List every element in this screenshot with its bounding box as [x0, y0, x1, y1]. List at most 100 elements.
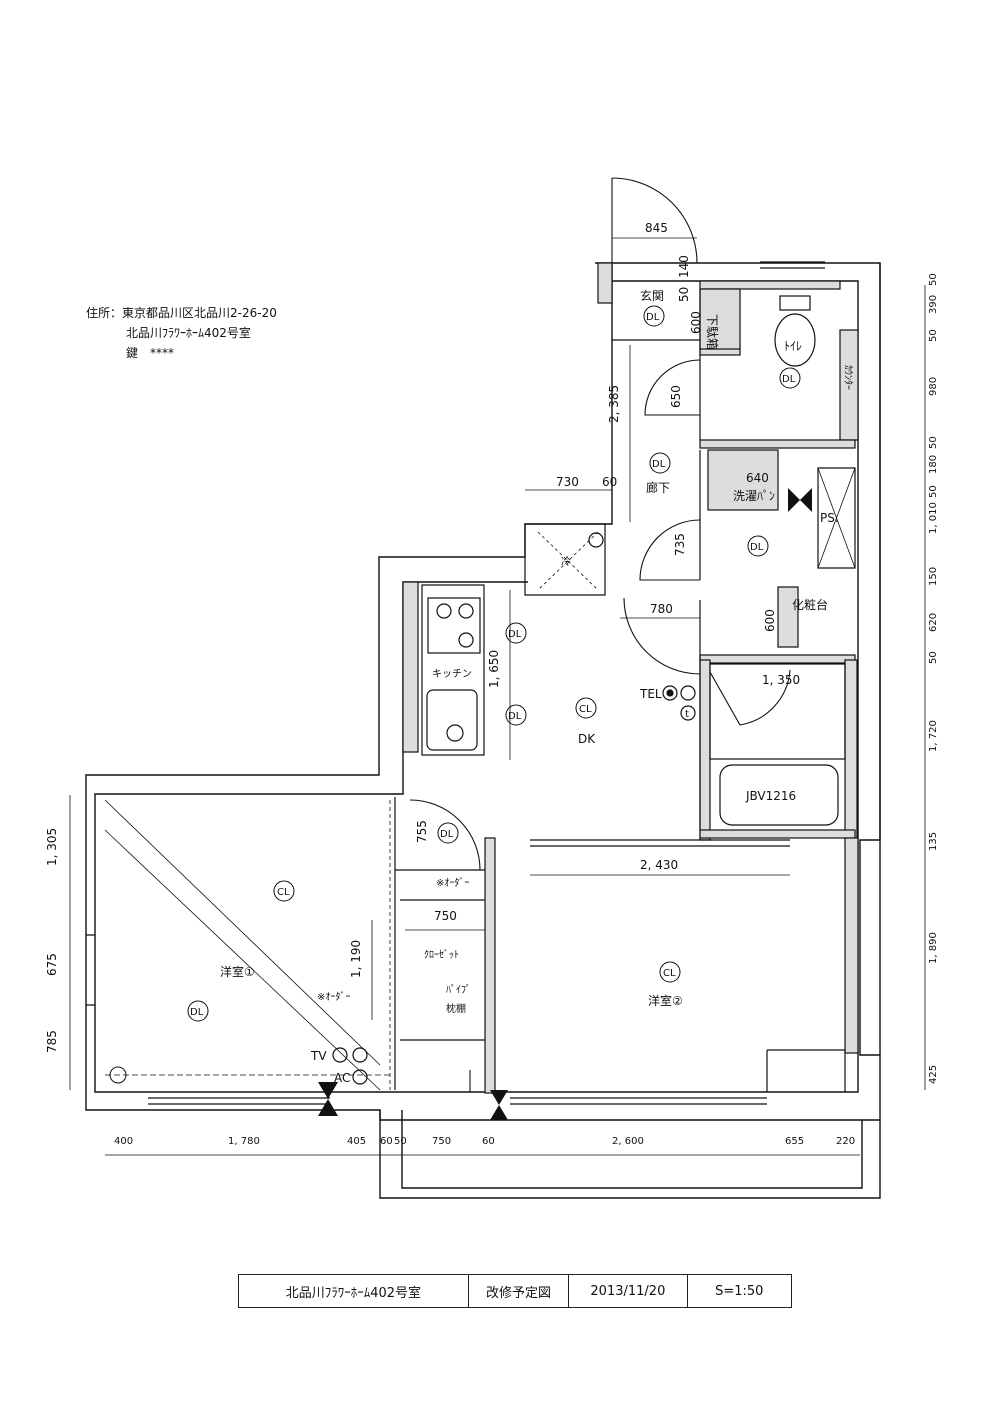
dim-right: 50	[928, 485, 939, 498]
dim-kitchen-1650: 1, 650	[487, 650, 501, 688]
kitchen-counter	[421, 584, 485, 756]
bathtub	[709, 663, 846, 826]
dim-hall-length: 2, 385	[607, 385, 621, 423]
dim-shoe-depth: 600	[689, 311, 703, 334]
dim-bottom: 1, 780	[228, 1136, 260, 1147]
dim-right: 1, 720	[928, 720, 939, 752]
dim-right: 1, 890	[928, 932, 939, 964]
dim-left-1305: 1, 305	[45, 828, 59, 866]
dim-right: 135	[928, 832, 939, 851]
dim-bottom: 60	[482, 1136, 495, 1147]
dim-bottom: 220	[836, 1136, 855, 1147]
counter-label: ｶｳﾝﾀｰ	[842, 365, 854, 390]
symbol-texts: DL DL DL DL DL DL CL DL CL DL CL t	[190, 312, 796, 1018]
dl-symbol: DL	[508, 629, 522, 640]
dl-symbol: DL	[652, 459, 666, 470]
western-room1-label: 洋室①	[220, 964, 255, 979]
dl-symbol: DL	[440, 829, 454, 840]
dim-left-785: 785	[45, 1030, 59, 1053]
partitions	[86, 261, 856, 1105]
dim-entry-d1: 50	[677, 287, 691, 302]
dim-bottom: 750	[432, 1136, 451, 1147]
dk-label: DK	[578, 732, 596, 746]
symbol-circles	[109, 305, 801, 1084]
dim-right: 620	[928, 613, 939, 632]
valve-icon	[318, 488, 812, 1120]
closet-label: ｸﾛｰｾﾞｯﾄ	[424, 949, 459, 961]
dl-symbol: DL	[646, 312, 660, 323]
building-name: 北品川ﾌﾗﾜｰﾎｰﾑ402号室	[126, 326, 251, 340]
ps-label: PS.	[820, 511, 839, 525]
washer-pan-label: 洗濯ﾊﾟﾝ	[733, 489, 775, 503]
dim-bottom: 655	[785, 1136, 804, 1147]
t-symbol: t	[685, 709, 689, 720]
bottom-dimensions: 400 1, 780 405 60 50 750 60 2, 600 655 2…	[114, 1136, 855, 1147]
dim-bath-1350: 1, 350	[762, 673, 800, 687]
dim-right: 1, 010	[928, 502, 939, 534]
dim-door-650: 650	[669, 385, 683, 408]
dim-top-730: 730	[556, 475, 579, 489]
dim-washer-640: 640	[746, 471, 769, 485]
dimension-texts: 845 50 140 600 2, 385 650 730 60 640 735…	[45, 221, 800, 1053]
entrance-label: 玄関	[640, 288, 664, 303]
key-info: 鍵 ****	[126, 346, 175, 360]
dim-room2-2430: 2, 430	[640, 858, 678, 872]
toilet-label: ﾄｲﾚ	[784, 339, 802, 353]
shoe-box-label: 下駄箱	[705, 314, 720, 350]
dim-bottom: 2, 600	[612, 1136, 644, 1147]
custom-order-label-1: ※ｵｰﾀﾞｰ	[436, 877, 469, 889]
title-scale: S=1:50	[715, 1283, 764, 1299]
address-line: 住所：東京都品川区北品川2-26-20	[86, 306, 277, 320]
dim-closet-755: 755	[415, 820, 429, 843]
title-date: 2013/11/20	[569, 1275, 688, 1307]
dim-closet-750: 750	[434, 909, 457, 923]
dim-left-675: 675	[45, 953, 59, 976]
dim-bottom: 400	[114, 1136, 133, 1147]
dim-right: 980	[928, 377, 939, 396]
dim-right: 180	[928, 455, 939, 474]
dl-symbol: DL	[190, 1007, 204, 1018]
dim-bottom: 60	[380, 1136, 393, 1147]
dim-vanity-600: 600	[763, 609, 777, 632]
bath-unit-label: JBV1216	[745, 789, 796, 803]
dim-top-60: 60	[602, 475, 617, 489]
dim-right: 150	[928, 567, 939, 586]
pipe-label: ﾊﾟｲﾌﾟ	[446, 984, 471, 996]
dim-entry-d2: 140	[677, 255, 691, 278]
dim-right: 50	[928, 436, 939, 449]
dim-bottom: 50	[394, 1136, 407, 1147]
address-block: 住所：東京都品川区北品川2-26-20 北品川ﾌﾗﾜｰﾎｰﾑ402号室 鍵 **…	[86, 303, 277, 363]
dl-symbol: DL	[750, 542, 764, 553]
title-block: 北品川ﾌﾗﾜｰﾎｰﾑ402号室 改修予定図 2013/11/20 S=1:50	[238, 1274, 792, 1308]
tel-label: TEL	[639, 687, 662, 701]
dl-symbol: DL	[508, 711, 522, 722]
dim-right: 50	[928, 329, 939, 342]
right-dimensions: 50 390 50 980 50 180 50 1, 010 150 620 5…	[928, 273, 939, 1084]
wall-hatching	[402, 262, 859, 1094]
dim-right: 50	[928, 273, 939, 286]
western-room2-label: 洋室②	[648, 993, 683, 1008]
dim-right: 425	[928, 1065, 939, 1084]
dim-right: 50	[928, 651, 939, 664]
kitchen-label: キッチン	[432, 668, 472, 680]
dim-door-735: 735	[673, 533, 687, 556]
dim-shelf-1190: 1, 190	[349, 940, 363, 978]
room-labels: 玄関 下駄箱 ﾄｲﾚ ｶｳﾝﾀｰ 廊下 洗濯ﾊﾟﾝ PS. 化粧台 キッチン D…	[220, 288, 854, 1085]
door-swings	[409, 177, 791, 1092]
title-drawing-type: 改修予定図	[469, 1275, 570, 1307]
fridge-label: 冷	[561, 555, 571, 568]
cl-symbol: CL	[663, 968, 676, 979]
dim-right: 390	[928, 295, 939, 314]
toilet-fixture	[774, 295, 816, 367]
cl-symbol: CL	[277, 887, 290, 898]
vanity-label: 化粧台	[792, 597, 828, 612]
dimension-lines	[69, 237, 926, 1156]
title-property: 北品川ﾌﾗﾜｰﾎｰﾑ402号室	[239, 1275, 469, 1307]
outer-walls	[85, 262, 881, 1199]
outlet-symbols	[332, 532, 696, 1085]
dim-kitchen-780: 780	[650, 602, 673, 616]
dim-bottom: 405	[347, 1136, 366, 1147]
room1-diagonals	[104, 799, 391, 1091]
dim-entry-width: 845	[645, 221, 668, 235]
